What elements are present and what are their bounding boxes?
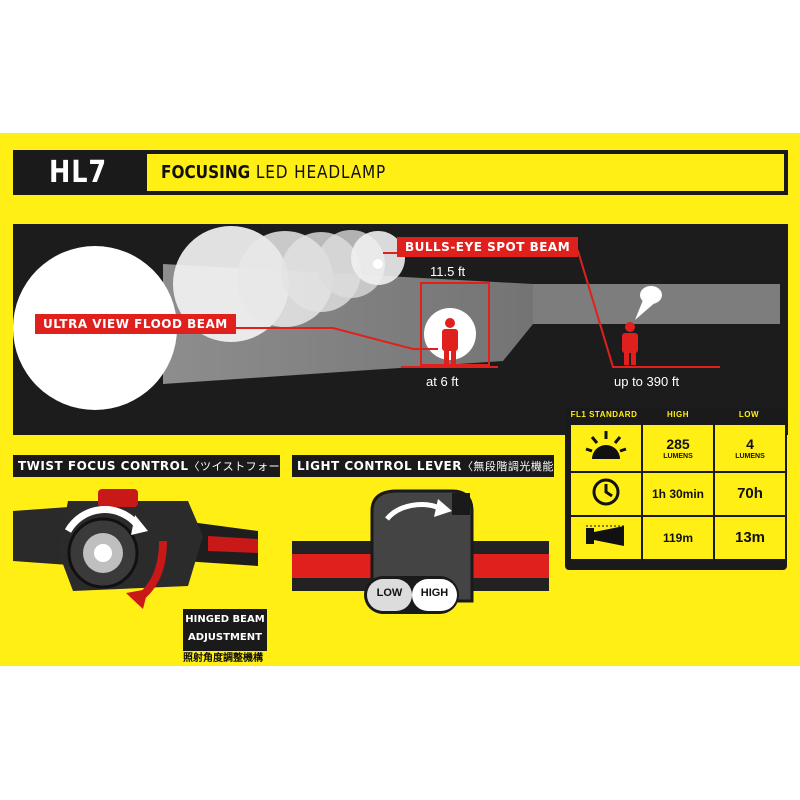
hinge-jp-label: 照射角度調整機構 (183, 653, 263, 664)
twist-heading-jp: 〈ツイストフォーカスコントロール〉 (188, 460, 281, 473)
hinge-arrow-head (126, 589, 148, 609)
lamp-body (370, 489, 474, 603)
twist-heading-text: TWIST FOCUS CONTROL (18, 459, 189, 473)
low-distance-value: 13m (734, 529, 766, 546)
lever-heading: LIGHT CONTROL LEVER〈無段階調光機能 4～285lm〉 (292, 455, 554, 477)
spot-beam-label: BULLS-EYE SPOT BEAM (397, 237, 579, 257)
high-lumens-unit: LUMENS (663, 452, 693, 460)
person-far (622, 322, 638, 365)
twist-focus-heading: TWIST FOCUS CONTROL〈ツイストフォーカスコントロール〉 (13, 455, 280, 477)
strap-red (208, 536, 258, 553)
beam-center (373, 259, 383, 269)
standard-label: FL1 STANDARD (570, 410, 638, 419)
lever-heading-text: LIGHT CONTROL LEVER (297, 459, 462, 473)
model-name: HL7 (49, 155, 107, 190)
title-box: FOCUSING LED HEADLAMP (147, 154, 784, 191)
hinge-label: HINGED BEAM ADJUSTMENT (183, 609, 267, 651)
beam-distance-icon (586, 525, 626, 546)
lever-graphic (292, 489, 549, 614)
low-lumens-unit: LUMENS (735, 452, 765, 460)
low-lumens-cell: 4 LUMENS (713, 423, 787, 473)
distance-icon-cell (569, 515, 643, 561)
high-distance-cell: 119m (641, 515, 715, 561)
far-distance-label: up to 390 ft (614, 374, 680, 389)
lever-knob (452, 493, 470, 515)
spec-table: 285 LUMENS 4 LUMENS 1h 30min 70h (569, 423, 787, 561)
twist-arrow-head (131, 515, 148, 535)
high-pill-bg (412, 579, 457, 611)
twist-arrow-icon (64, 506, 141, 533)
runtime-icon-cell (569, 471, 643, 517)
low-runtime-value: 70h (737, 485, 763, 502)
high-column-head: HIGH (667, 410, 689, 419)
spec-table-panel: FL1 STANDARD HIGH LOW (565, 408, 787, 570)
runtime-row: 1h 30min 70h (569, 471, 787, 517)
beam-diagram: BULLS-EYE SPOT BEAM ULTRA VIEW FLOOD BEA… (13, 224, 788, 435)
headlamp-front-illustration (13, 489, 258, 609)
lumens-row: 285 LUMENS 4 LUMENS (569, 423, 787, 473)
hinge-line2: ADJUSTMENT (188, 632, 262, 643)
top-switch (98, 489, 138, 507)
far-spot (635, 286, 662, 320)
clock-icon (592, 478, 620, 505)
high-distance-value: 119m (662, 531, 694, 545)
led-icon (94, 544, 112, 562)
person-near (442, 318, 458, 364)
low-label: LOW (376, 587, 403, 599)
product-info-card: HL7 FOCUSING LED HEADLAMP (0, 133, 800, 666)
lever-arrow-head (434, 499, 452, 517)
title-bold: FOCUSING (161, 162, 251, 183)
lever-heading-jp: 〈無段階調光機能 4～285lm〉 (461, 460, 554, 473)
near-frame (420, 282, 490, 366)
near-distance-label: at 6 ft (426, 374, 459, 389)
title-rest: LED HEADLAMP (250, 162, 387, 183)
flood-leader (193, 327, 438, 350)
beam-circle (351, 231, 405, 285)
high-lumens-cell: 285 LUMENS (641, 423, 715, 473)
low-distance-cell: 13m (713, 515, 787, 561)
low-pill-bg (367, 579, 412, 611)
distance-row: 119m 13m (569, 515, 787, 561)
high-label: HIGH (420, 587, 449, 599)
flood-beam-label: ULTRA VIEW FLOOD BEAM (35, 314, 236, 334)
lever-illustration: LOW HIGH (292, 481, 549, 641)
lumens-icon-cell (569, 423, 643, 473)
product-title: FOCUSING LED HEADLAMP (161, 154, 386, 191)
sun-icon (585, 430, 627, 459)
lever-arrow-icon (385, 502, 444, 521)
high-runtime-value: 1h 30min (651, 487, 705, 501)
low-lumens-value: 4 (746, 435, 754, 452)
low-runtime-cell: 70h (713, 471, 787, 517)
high-lumens-value: 285 (666, 435, 690, 452)
low-column-head: LOW (738, 410, 760, 419)
width-label: 11.5 ft (430, 264, 466, 279)
hinge-line1: HINGED BEAM (185, 614, 265, 625)
header-bar: HL7 FOCUSING LED HEADLAMP (13, 150, 788, 195)
high-runtime-cell: 1h 30min (641, 471, 715, 517)
